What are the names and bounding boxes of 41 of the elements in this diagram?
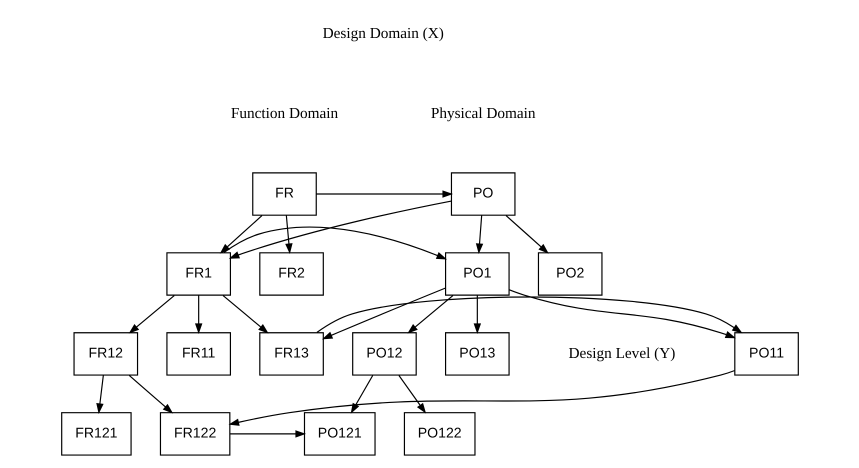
label: Design Level (Y) <box>568 344 675 362</box>
arrow <box>228 370 734 426</box>
arrow <box>96 375 104 414</box>
node-box: FR122 <box>159 412 230 456</box>
node-box: FR <box>252 172 316 216</box>
label: Function Domain <box>230 105 338 122</box>
node-box: FR12 <box>72 332 138 376</box>
label: Design Domain (X) <box>322 25 444 42</box>
label: Physical Domain <box>430 105 536 122</box>
arrow <box>284 216 292 254</box>
arrow <box>194 296 202 334</box>
arrow <box>228 200 452 259</box>
node-box: PO2 <box>537 252 602 296</box>
arrow <box>128 295 174 334</box>
arrow <box>475 216 483 254</box>
arrow <box>406 295 453 334</box>
node-box: PO13 <box>444 332 510 376</box>
arrow <box>222 295 268 334</box>
arrow <box>316 190 453 198</box>
arrow <box>219 215 262 254</box>
node-box: FR121 <box>60 412 132 456</box>
node-box: PO12 <box>352 332 416 376</box>
arrow <box>473 296 481 334</box>
arrow <box>321 287 446 340</box>
node-box: FR13 <box>258 332 324 376</box>
node-box: PO <box>450 172 516 216</box>
arrow <box>350 375 373 414</box>
arrow <box>316 296 742 334</box>
arrow <box>508 289 736 338</box>
node-box: PO122 <box>403 412 476 456</box>
node-box: PO121 <box>303 412 376 456</box>
node-box: PO11 <box>734 332 798 376</box>
arrow <box>398 375 426 414</box>
node-box: FR11 <box>166 332 230 376</box>
arrow <box>223 226 447 260</box>
node-box: FR2 <box>258 252 324 296</box>
node-box: FR1 <box>166 252 230 296</box>
arrow <box>505 215 548 254</box>
node-box: PO1 <box>444 252 510 296</box>
arrow <box>230 430 306 438</box>
arrow <box>128 375 173 414</box>
